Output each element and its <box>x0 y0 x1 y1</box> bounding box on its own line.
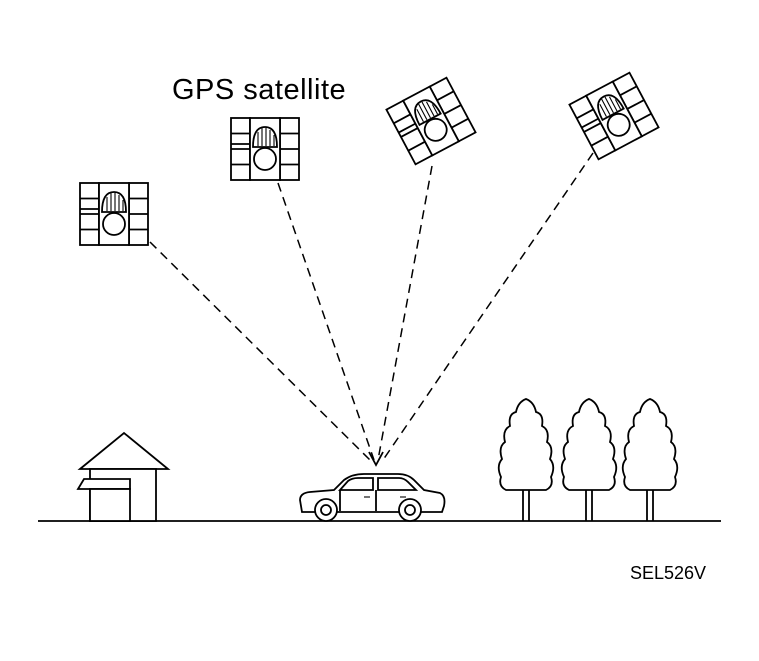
tree-icon <box>621 398 679 522</box>
signal-line-2 <box>277 182 375 461</box>
signal-line-4 <box>382 152 594 461</box>
signal-line-1 <box>149 241 371 461</box>
house-icon <box>76 431 171 522</box>
car-icon <box>299 473 446 522</box>
signal-lines <box>149 152 594 467</box>
signal-line-3 <box>377 165 433 461</box>
satellite-icon <box>385 76 477 166</box>
satellite-label: GPS satellite <box>172 74 347 106</box>
tree-icon <box>560 398 618 522</box>
tree-icon <box>497 398 555 522</box>
satellite-icon <box>79 182 149 246</box>
satellite-icon <box>230 117 300 181</box>
figure-code: SEL526V <box>630 563 707 583</box>
satellite-icon <box>568 71 660 161</box>
arrow-head <box>368 451 384 467</box>
